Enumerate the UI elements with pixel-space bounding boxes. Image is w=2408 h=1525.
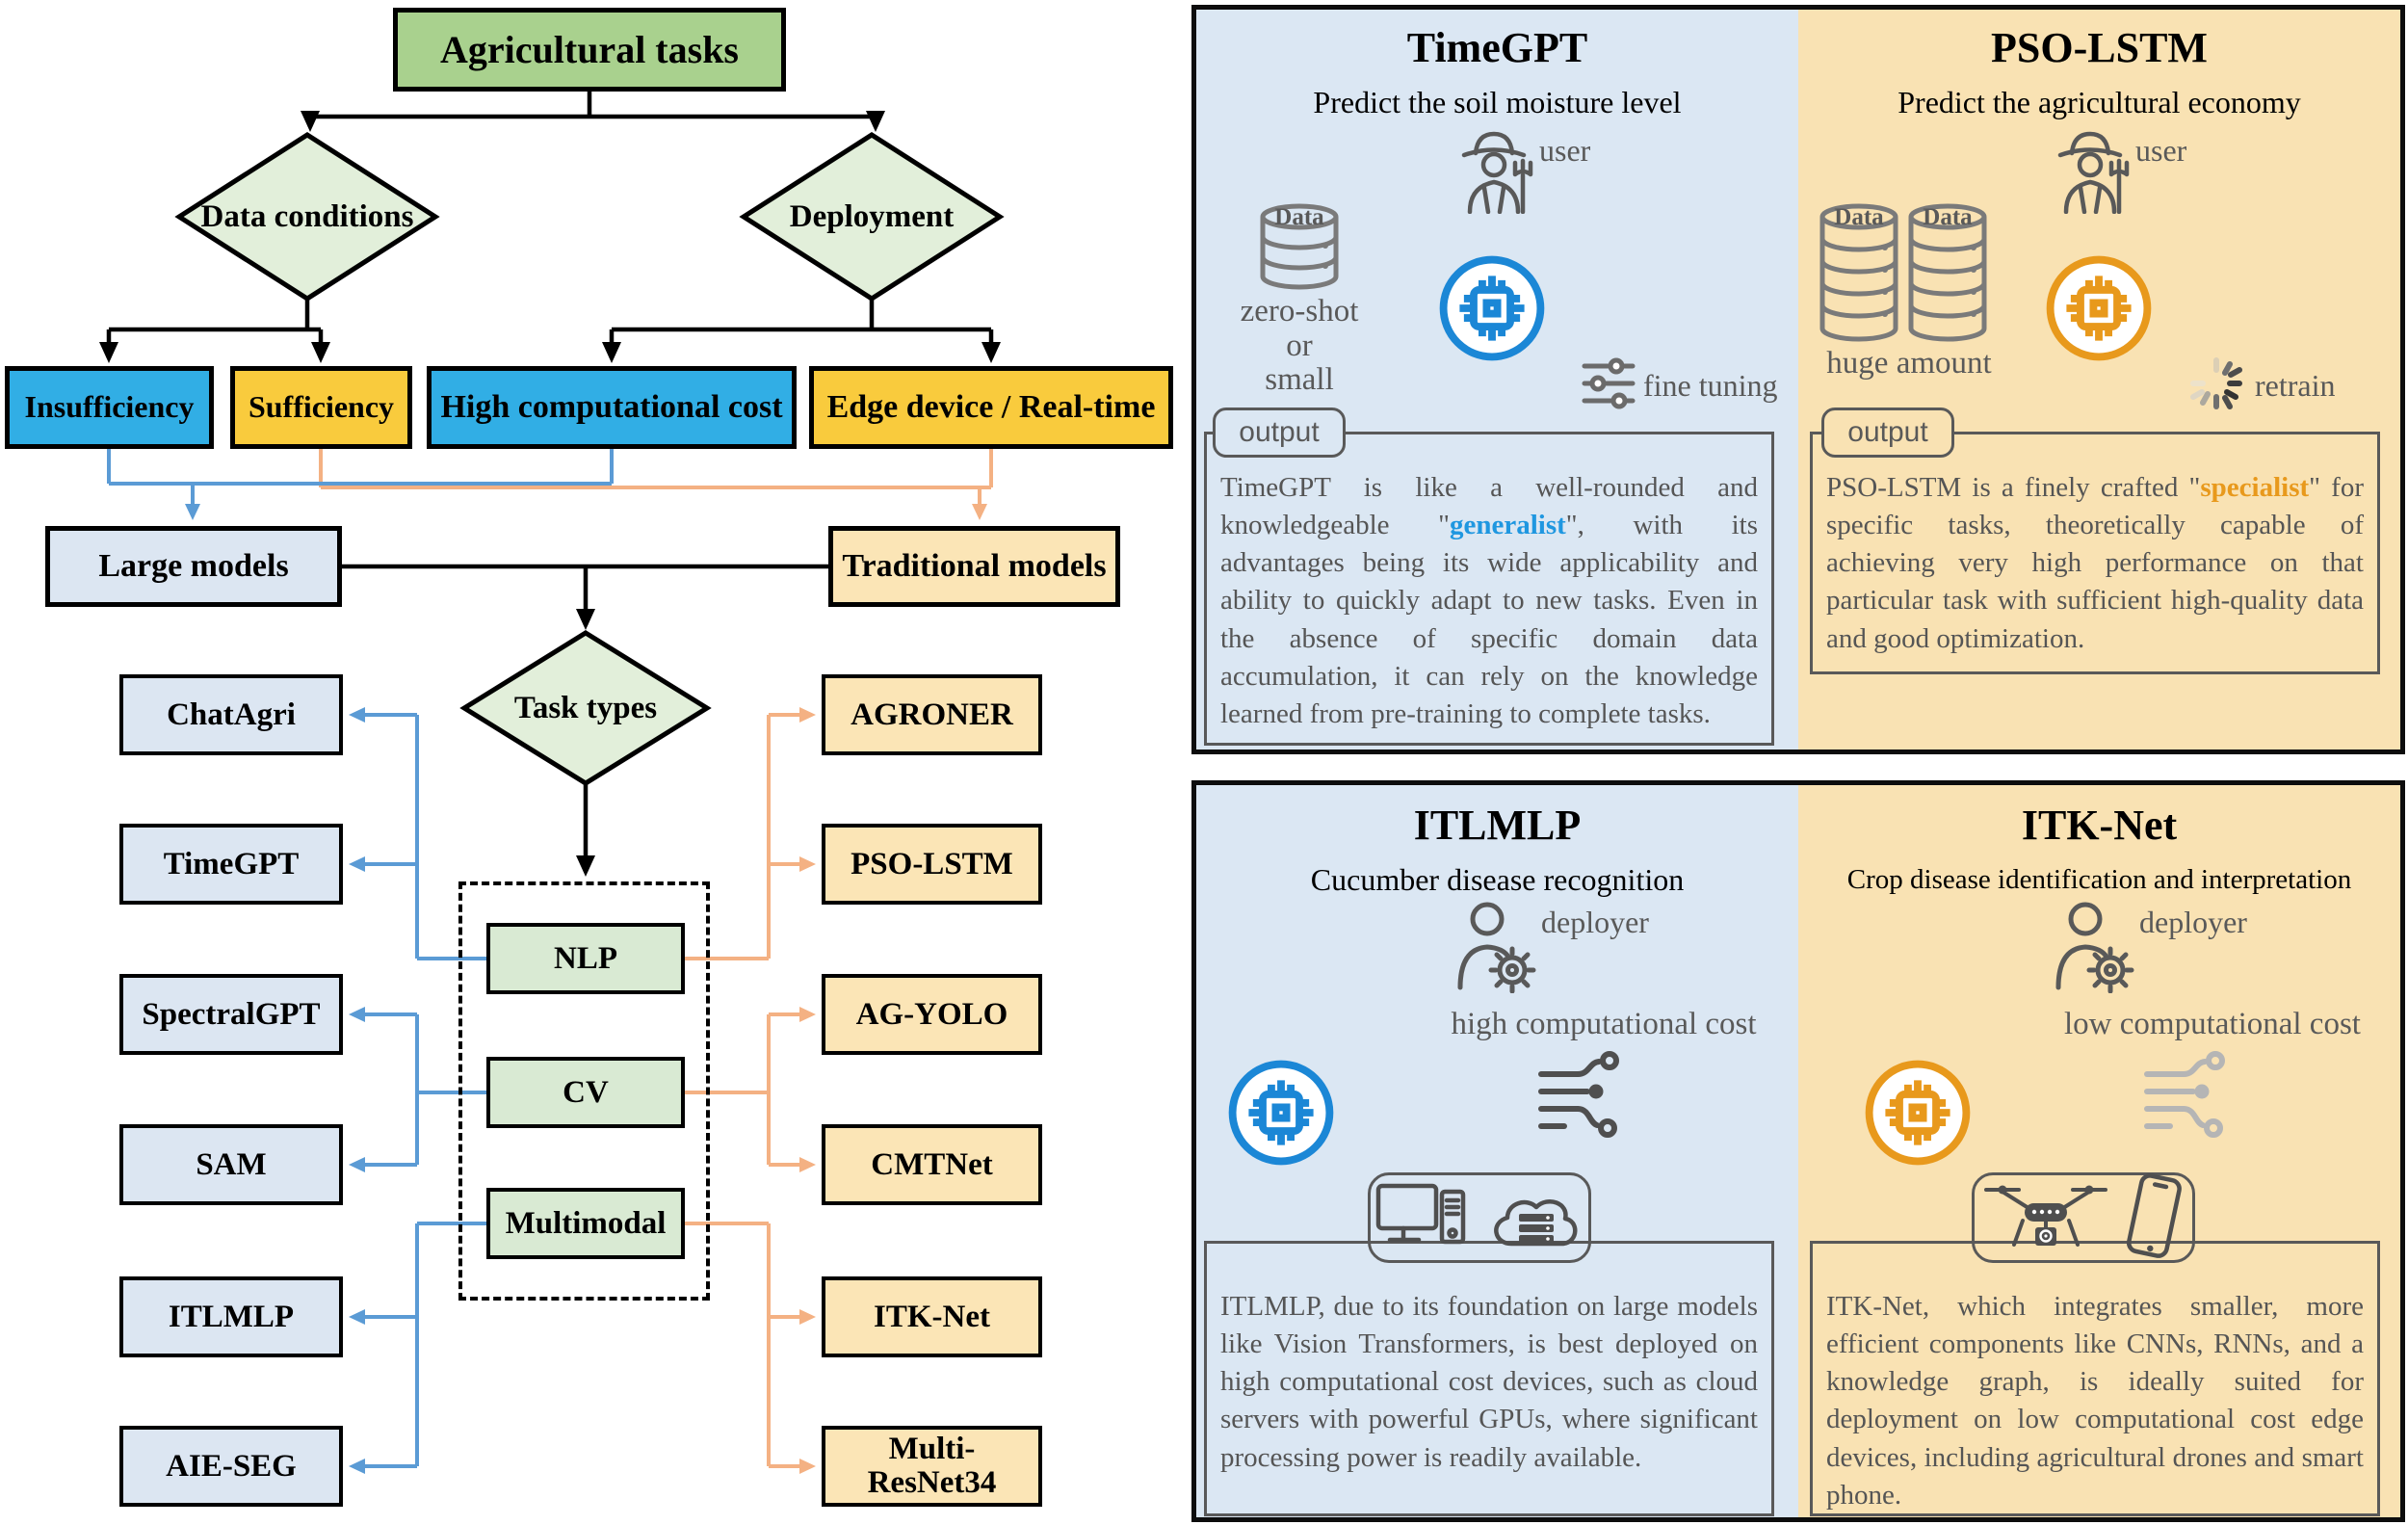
fine-tuning-sliders-icon [1581,356,1636,410]
panel-itk-net: ITK-Net Crop disease identification and … [1798,785,2400,1517]
task-category-dashed-box [458,881,710,1301]
deployer-gear-icon [1453,899,1537,993]
keyword-specialist: specialist [2200,472,2310,503]
retrain-spinner-icon [2187,355,2245,412]
body-text: ", with its advantages being its wide ap… [1220,510,1758,729]
panel-pso-lstm: PSO-LSTM Predict the agricultural econom… [1798,10,2400,749]
fine-tuning-label: fine tuning [1643,368,1778,403]
large-model-timegpt: TimeGPT [119,824,343,905]
condition-edge-device-real-time: Edge device / Real-time [809,366,1173,449]
panel-timegpt: TimeGPT Predict the soil moisture level … [1196,10,1798,749]
condition-insufficiency: Insufficiency [5,366,214,449]
large-model-aie-seg: AIE-SEG [119,1426,343,1507]
decision-deployment: Deployment [789,198,955,234]
decision-data-conditions: Data conditions [200,198,414,234]
deployer-gear-icon [2051,899,2135,993]
large-model-sam: SAM [119,1124,343,1205]
computer-icon [1374,1180,1475,1255]
data-size-caption: huge amount [1826,346,1992,381]
traditional-model-itk-net: ITK-Net [822,1276,1042,1357]
description-box: PSO-LSTM is a finely crafted "specialist… [1810,432,2380,674]
panel-title: ITLMLP [1413,802,1582,849]
body-text: ITLMLP, due to its foundation on large m… [1220,1291,1758,1473]
panel-title: TimeGPT [1406,24,1588,71]
chip-icon [2045,254,2153,362]
panel-subtitle: Crop disease identification and interpre… [1846,864,2352,895]
chip-icon [1864,1059,1972,1167]
body-text: ITK-Net, which integrates smaller, more … [1826,1291,2364,1511]
description-box: ITK-Net, which integrates smaller, more … [1810,1241,2380,1516]
database-label: Data [1923,204,1973,230]
panel-subtitle: Cucumber disease recognition [1310,862,1685,897]
database-label: Data [1274,204,1324,230]
category-nlp: NLP [486,923,685,994]
body-text: " for specific tasks, theoretically capa… [1826,472,2364,654]
cloud-server-icon [1488,1180,1584,1255]
retrain-label: retrain [2255,368,2336,403]
large-model-chatagri: ChatAgri [119,674,343,755]
drone-icon [1982,1177,2109,1258]
deployer-label: deployer [1541,905,1649,939]
category-cv: CV [486,1057,685,1128]
output-tag: output [1821,408,1954,458]
farmer-user-icon [2051,129,2130,214]
condition-sufficiency: Sufficiency [230,366,412,449]
circuit-cost-icon [2141,1051,2234,1144]
cost-label: low computational cost [2064,1007,2361,1041]
traditional-model-multi-resnet34: Multi-ResNet34 [822,1426,1042,1507]
output-tag: output [1213,408,1346,458]
deployment-device-box [1972,1172,2195,1263]
circuit-cost-icon [1535,1051,1628,1144]
data-size-caption: zero-shot or small [1240,294,1359,398]
panel-title: PSO-LSTM [1991,24,2208,71]
category-multimodal: Multimodal [486,1188,685,1259]
chip-icon [1227,1059,1335,1167]
panel-subtitle: Predict the soil moisture level [1313,85,1682,119]
panel-itlmlp: ITLMLP Cucumber disease recognition depl… [1196,785,1798,1517]
group-traditional-models: Traditional models [828,526,1120,607]
large-model-itlmlp: ITLMLP [119,1276,343,1357]
traditional-model-pso-lstm: PSO-LSTM [822,824,1042,905]
smartphone-icon [2123,1173,2185,1262]
database-label: Data [1834,204,1884,230]
cost-label: high computational cost [1451,1007,1757,1041]
traditional-model-cmtnet: CMTNet [822,1124,1042,1205]
root-box-agricultural-tasks: Agricultural tasks [393,8,786,92]
case-study-group-bottom: ITLMLP Cucumber disease recognition depl… [1191,780,2405,1522]
case-study-group-top: TimeGPT Predict the soil moisture level … [1191,5,2405,754]
description-box: ITLMLP, due to its foundation on large m… [1204,1241,1774,1516]
panel-title: ITK-Net [2021,802,2178,849]
body-text: TimeGPT is like a well-rounded and knowl… [1220,472,1758,541]
group-large-models: Large models [45,526,342,607]
body-text: PSO-LSTM is a finely crafted " [1826,472,2201,503]
panel-subtitle: Predict the agricultural economy [1898,85,2301,119]
keyword-generalist: generalist [1449,510,1566,541]
description-box: TimeGPT is like a well-rounded and knowl… [1204,432,1774,746]
user-label: user [2135,133,2187,168]
traditional-model-agroner: AGRONER [822,674,1042,755]
deployment-device-box [1368,1172,1591,1263]
decision-task-types: Task types [513,690,658,725]
chip-icon [1438,254,1546,362]
large-model-spectralgpt: SpectralGPT [119,974,343,1055]
deployer-label: deployer [2139,905,2247,939]
user-label: user [1539,133,1591,168]
traditional-model-ag-yolo: AG-YOLO [822,974,1042,1055]
condition-high-computational-cost: High computational cost [427,366,797,449]
farmer-user-icon [1454,129,1533,214]
